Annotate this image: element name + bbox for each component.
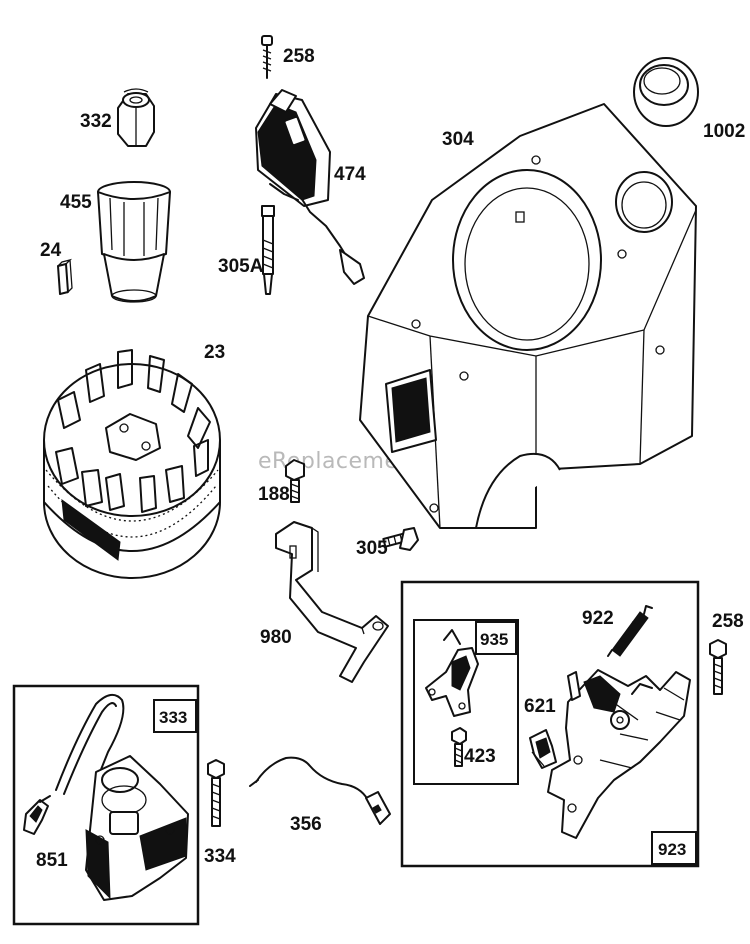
starter-cup-455[interactable] <box>97 181 171 303</box>
group-box-333 <box>12 684 200 926</box>
screw-334[interactable] <box>207 759 225 827</box>
grommet-1002[interactable] <box>633 57 699 127</box>
callout-305: 305 <box>356 538 388 559</box>
callout-304: 304 <box>442 129 474 150</box>
callout-980: 980 <box>260 627 292 648</box>
coil-333[interactable] <box>55 693 189 901</box>
callout-332: 332 <box>80 111 112 132</box>
callout-305A: 305A <box>218 256 264 277</box>
stud-305A[interactable] <box>261 205 275 295</box>
callout-258-right: 258 <box>712 611 744 632</box>
screw-423[interactable] <box>451 727 467 767</box>
callout-455: 455 <box>60 192 92 213</box>
control-assembly-923[interactable] <box>547 669 691 839</box>
bolt-258-top[interactable] <box>261 35 273 79</box>
callout-423: 423 <box>464 746 496 767</box>
callout-621: 621 <box>524 696 556 717</box>
callout-935: 935 <box>480 630 508 649</box>
callout-851: 851 <box>36 850 68 871</box>
bracket-980[interactable] <box>275 521 389 683</box>
callout-334: 334 <box>204 846 236 867</box>
key-24[interactable] <box>57 258 73 295</box>
spring-922[interactable] <box>607 605 653 657</box>
label-box-923 <box>651 831 697 865</box>
label-box-333 <box>153 699 197 733</box>
callout-23: 23 <box>204 342 225 363</box>
blower-housing-304[interactable] <box>359 103 697 529</box>
bolt-258-right[interactable] <box>709 639 727 695</box>
armature-474[interactable] <box>255 89 365 285</box>
callout-258-top: 258 <box>283 46 315 67</box>
callout-356: 356 <box>290 814 322 835</box>
group-box-935 <box>413 619 519 785</box>
callout-1002: 1002 <box>703 121 745 142</box>
ground-wire-356[interactable] <box>249 756 391 825</box>
flywheel-23[interactable] <box>43 349 221 579</box>
callout-188: 188 <box>258 484 290 505</box>
spark-plug-cap-851[interactable] <box>23 795 51 835</box>
callout-24: 24 <box>40 240 62 261</box>
callout-474: 474 <box>334 164 366 185</box>
label-box-935 <box>475 621 517 655</box>
group-box-923 <box>400 580 700 868</box>
callout-923: 923 <box>658 840 686 859</box>
clip-621[interactable] <box>529 729 557 769</box>
screw-188[interactable] <box>285 459 305 503</box>
callout-333: 333 <box>159 708 187 727</box>
callout-922: 922 <box>582 608 614 629</box>
nut-332[interactable] <box>117 88 155 147</box>
screw-305[interactable] <box>382 527 419 551</box>
governor-link-935[interactable] <box>425 629 479 717</box>
